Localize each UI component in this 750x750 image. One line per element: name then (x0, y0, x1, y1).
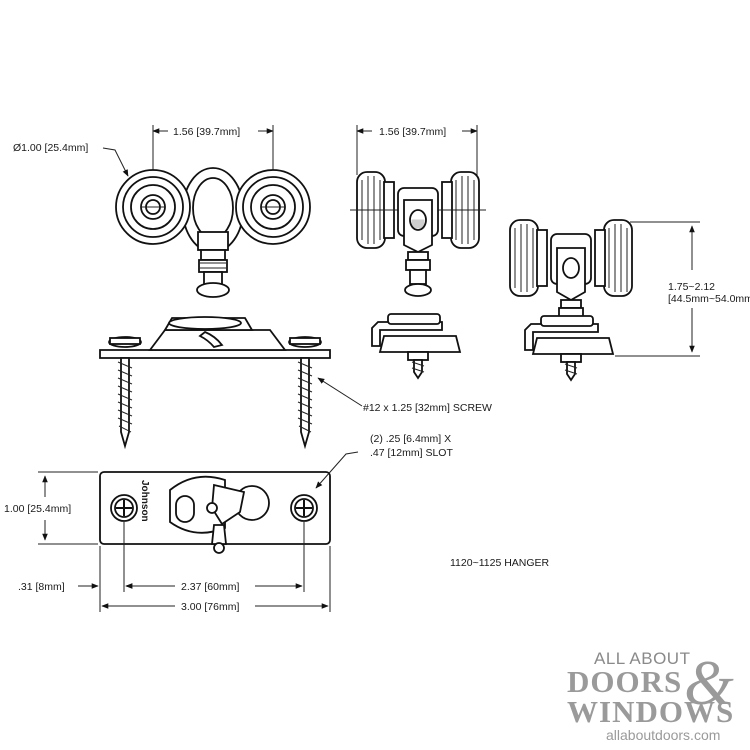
side-view-hanger-1 (350, 125, 486, 380)
label-model: 1120~1125 HANGER (450, 557, 550, 569)
mounting-plate-top-view (99, 471, 331, 554)
label-slot-line2: .47 [12mm] SLOT (370, 447, 453, 459)
watermark-ampersand: & (684, 647, 734, 718)
label-screw: #12 x 1.25 [32mm] SCREW (363, 402, 492, 414)
watermark-line1: ALL ABOUT (594, 649, 690, 668)
brand-watermark: ALL ABOUT DOORS & WINDOWS allaboutdoors.… (567, 647, 734, 743)
plate-dimensions (38, 451, 359, 612)
mounting-plate-side-view (99, 316, 363, 450)
label-wheel-spacing-front: 1.56 [39.7mm] (173, 126, 240, 138)
label-height-range-in: 1.75~2.12 (668, 281, 715, 293)
side-view-hanger-2 (509, 219, 700, 382)
label-wheel-spacing-side: 1.56 [39.7mm] (379, 126, 446, 138)
watermark-line2: DOORS (567, 664, 682, 699)
label-hole-spacing: 2.37 [60mm] (181, 581, 239, 593)
label-height-range-mm: [44.5mm~54.0mm] (668, 293, 750, 305)
label-wheel-diameter: Ø1.00 [25.4mm] (13, 142, 88, 154)
front-view-hanger (102, 125, 311, 298)
label-slot-line1: (2) .25 [6.4mm] X (370, 433, 451, 445)
watermark-url: allaboutdoors.com (606, 727, 720, 743)
label-edge-offset: .31 [8mm] (18, 581, 65, 593)
label-plate-width: 3.00 [76mm] (181, 601, 239, 613)
label-plate-height: 1.00 [25.4mm] (4, 503, 71, 515)
watermark-line3: WINDOWS (567, 694, 734, 729)
plate-brand-text: Johnson (139, 480, 150, 522)
